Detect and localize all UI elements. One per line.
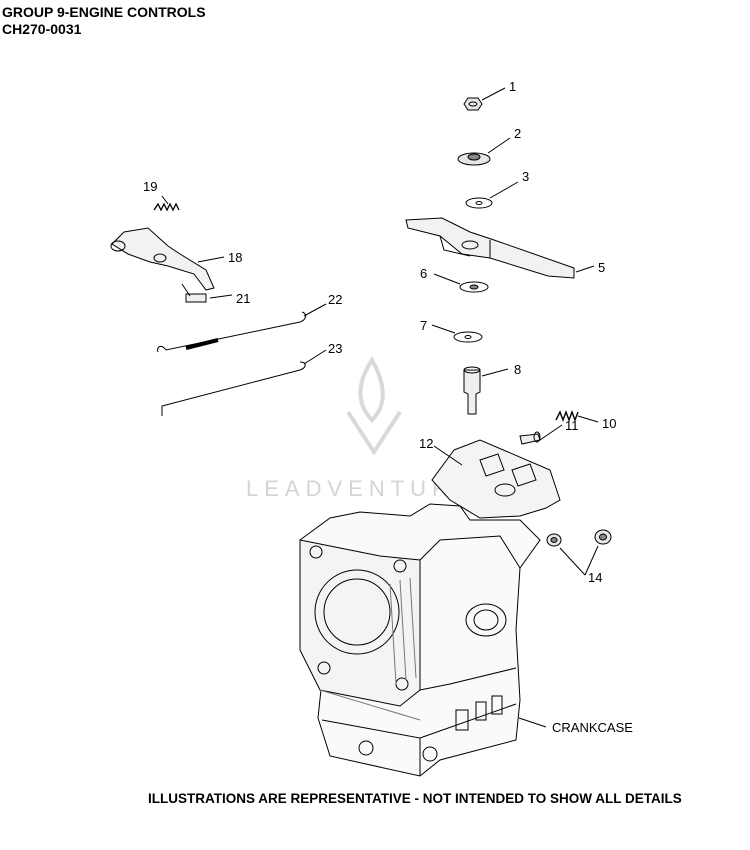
watermark-logo-icon <box>346 356 402 456</box>
part-11-pin[interactable] <box>519 424 563 445</box>
callout-1: 1 <box>509 79 516 94</box>
part-19-spring[interactable] <box>153 195 180 212</box>
callout-19: 19 <box>143 179 157 194</box>
part-10-spring[interactable] <box>555 410 599 423</box>
part-5-control-lever[interactable] <box>405 217 595 279</box>
part-14-nuts[interactable] <box>546 529 612 576</box>
callout-2: 2 <box>514 126 521 141</box>
part-1-flange-nut[interactable] <box>463 87 506 111</box>
crankcase-assembly[interactable] <box>299 503 547 777</box>
callout-7: 7 <box>420 318 427 333</box>
callout-3: 3 <box>522 169 529 184</box>
part-23-link-rod[interactable] <box>161 349 327 416</box>
part-18-throttle-lever[interactable] <box>110 227 225 291</box>
callout-10: 10 <box>602 416 616 431</box>
diagram-title: GROUP 9-ENGINE CONTROLS <box>2 4 206 20</box>
part-21-bushing[interactable] <box>181 283 233 303</box>
callout-12: 12 <box>419 436 433 451</box>
part-8-governor-shaft[interactable] <box>463 366 509 415</box>
callout-14: 14 <box>588 570 602 585</box>
callout-11: 11 <box>565 418 579 433</box>
callout-22: 22 <box>328 292 342 307</box>
callout-21: 21 <box>236 291 250 306</box>
callout-23: 23 <box>328 341 342 356</box>
callout-crankcase: CRANKCASE <box>552 720 633 735</box>
callout-5: 5 <box>598 260 605 275</box>
part-6-washer[interactable] <box>433 273 489 293</box>
part-2-washer-assembly[interactable] <box>457 137 511 166</box>
part-12-control-bracket[interactable] <box>431 439 561 519</box>
callout-18: 18 <box>228 250 242 265</box>
part-3-washer[interactable] <box>465 181 519 209</box>
part-7-washer[interactable] <box>431 324 483 343</box>
disclaimer-footer: ILLUSTRATIONS ARE REPRESENTATIVE - NOT I… <box>148 791 682 806</box>
part-22-control-cable[interactable] <box>157 303 327 353</box>
diagram-code: CH270-0031 <box>2 21 82 37</box>
callout-8: 8 <box>514 362 521 377</box>
callout-6: 6 <box>420 266 427 281</box>
